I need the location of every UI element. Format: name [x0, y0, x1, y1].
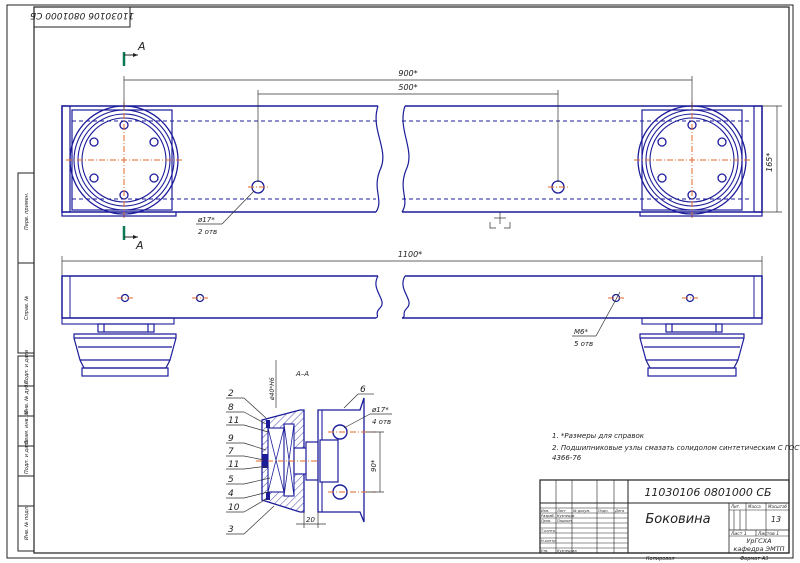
- dim-900: 900*: [398, 69, 417, 78]
- row-name-5: Кузнецова: [557, 549, 577, 553]
- copied-label: Копировал: [646, 556, 675, 562]
- dim-sec-20: 20: [306, 516, 315, 524]
- row-name-1: Кузнецов: [557, 514, 574, 518]
- sheets-label: Листов 1: [757, 531, 779, 537]
- row-5: Утв.: [541, 549, 548, 553]
- org-2: кафедра ЭМТП: [733, 545, 784, 553]
- top-stamp-text: 11030106 0801000 СБ: [30, 10, 134, 20]
- row-4: Н.контр.: [541, 539, 557, 543]
- org-1: УрГСХА: [746, 537, 771, 545]
- side-label-3: Подп. и дата: [24, 350, 30, 384]
- side-label-7: Инв. № подл.: [24, 506, 30, 541]
- callout-11a: 11: [228, 416, 239, 426]
- dim-hole17: ø17*: [197, 216, 215, 224]
- callout-5: 5: [228, 475, 234, 485]
- drawing-name: Боковина: [645, 512, 710, 527]
- dim-m6: М6*: [574, 328, 588, 336]
- dim-sec-top: ø40*Н6: [269, 377, 276, 401]
- row-name-0: Лист: [556, 509, 567, 513]
- callout-6: 6: [360, 385, 366, 395]
- side-label-5: Взам. инв. №: [24, 410, 30, 444]
- title-block-text: 11030106 0801000 СБ Боковина 13 Лит. Мас…: [541, 486, 788, 562]
- dim-m6-count: 5 отв: [574, 340, 593, 348]
- dim-sec-hole17-count: 4 отв: [372, 418, 391, 426]
- callout-9: 9: [228, 434, 234, 444]
- side-label-1: Перв. примен.: [24, 192, 30, 230]
- mass-label: Масса: [748, 504, 761, 509]
- top-view-dimensions: 900* 500* 165* ø17* 2 отв: [123, 69, 782, 236]
- callout-7: 7: [228, 447, 234, 457]
- section-mark-top: А: [137, 40, 146, 53]
- note-2: 2. Подшипниковые узлы смазать солидолом …: [552, 444, 800, 452]
- dim-500: 500*: [398, 83, 417, 92]
- callout-11b: 11: [228, 460, 239, 470]
- col-date: Дата: [614, 509, 624, 513]
- left-side-stamps: Перв. примен. Справ. № Подп. и дата Инв.…: [17, 172, 35, 552]
- section-view: А–А ø40*Н6: [256, 360, 392, 528]
- row-name-2: Пашнин: [557, 519, 573, 523]
- callout-10: 10: [228, 503, 240, 513]
- section-marks: А А: [122, 40, 146, 252]
- row-2: Пров.: [541, 519, 551, 523]
- front-view: 1100*: [61, 250, 763, 377]
- callout-8: 8: [228, 403, 234, 413]
- top-view: [61, 102, 763, 229]
- sheet-label: Лист 1: [730, 531, 747, 537]
- row-3: Т.контр.: [541, 529, 556, 533]
- lit-label: Лит.: [730, 504, 740, 509]
- scale-label: Масштаб: [768, 504, 788, 509]
- note-3: 4366-76: [552, 454, 582, 462]
- row-1: Разраб.: [541, 514, 555, 518]
- callout-4: 4: [228, 489, 234, 499]
- callout-2: 2: [228, 389, 234, 399]
- side-label-4: Инв. № дубл.: [24, 380, 30, 414]
- notes: 1. *Размеры для справок 2. Подшипниковые…: [552, 432, 800, 462]
- col-sign: Подп.: [598, 509, 609, 513]
- format-label: Формат А3: [740, 556, 768, 562]
- doc-number: 11030106 0801000 СБ: [644, 486, 771, 499]
- section-mark-bottom: А: [135, 239, 144, 252]
- callouts: 2 8 11 9 7 11 5 4 10 3 6: [226, 385, 374, 535]
- title-block: [539, 479, 790, 554]
- side-label-6: Подп. и дата: [24, 440, 30, 474]
- dim-1100: 1100*: [398, 250, 422, 259]
- callout-3: 3: [228, 525, 234, 535]
- dim-hole17-count: 2 отв: [198, 228, 217, 236]
- top-stamp-box: [33, 6, 131, 28]
- section-title: А–А: [295, 370, 309, 378]
- col-doc: № докум.: [572, 509, 590, 513]
- note-1: 1. *Размеры для справок: [552, 432, 645, 440]
- side-label-2: Справ. №: [24, 296, 30, 320]
- row-0: Изм.: [541, 509, 549, 513]
- dim-sec-90: 90*: [370, 459, 378, 472]
- dim-165: 165*: [765, 153, 774, 172]
- outer-frame: [6, 4, 794, 559]
- mass-value: 13: [771, 515, 781, 524]
- dim-sec-hole17: ø17*: [371, 406, 389, 414]
